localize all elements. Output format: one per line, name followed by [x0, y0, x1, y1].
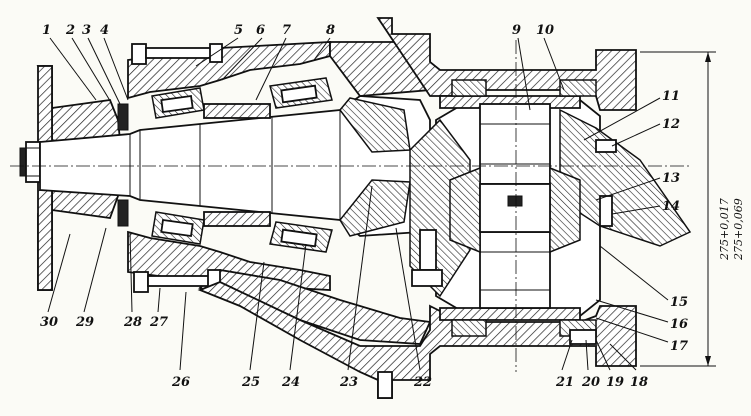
- callout-10: 10: [536, 23, 554, 38]
- callout-5: 5: [234, 23, 243, 38]
- pinion-gear: [339, 97, 411, 237]
- callout-22: 22: [413, 375, 432, 390]
- callout-7: 7: [282, 23, 291, 38]
- callout-18: 18: [630, 375, 648, 390]
- callouts-bottom: 30 29 28 27 26 25 24 23 22 21 20 19 18: [40, 315, 648, 390]
- callout-26: 26: [171, 375, 190, 390]
- front-bearing-lower: [151, 211, 205, 245]
- callout-15: 15: [670, 295, 688, 310]
- callouts-top: 1 2 3 4 5 6 7 8 9 10: [42, 23, 554, 38]
- ring-gear-bolts: [411, 139, 617, 345]
- callout-12: 12: [662, 117, 680, 132]
- callout-9: 9: [512, 23, 521, 38]
- callout-27: 27: [149, 315, 168, 330]
- leader-lines: [47, 37, 669, 371]
- callout-6: 6: [256, 23, 265, 38]
- callout-14: 14: [662, 199, 680, 214]
- callout-24: 24: [281, 375, 300, 390]
- spider-gears: [449, 166, 581, 254]
- lower-flange-bolt: [133, 269, 221, 293]
- callout-25: 25: [241, 375, 260, 390]
- callout-28: 28: [123, 315, 142, 330]
- callout-11: 11: [662, 89, 680, 104]
- drive-flange: [19, 65, 121, 291]
- callout-23: 23: [339, 375, 358, 390]
- rear-bearing-upper: [269, 77, 333, 109]
- dimension-text-b: 275+0,069: [732, 198, 745, 261]
- callout-1: 1: [42, 23, 51, 38]
- spacer-sleeve: [203, 103, 271, 227]
- callouts-right: 11 12 13 14 15 16 17: [662, 89, 688, 354]
- callout-13: 13: [662, 171, 680, 186]
- callout-16: 16: [670, 317, 688, 332]
- callout-29: 29: [75, 315, 94, 330]
- callout-19: 19: [606, 375, 624, 390]
- upper-flange-bolt: [131, 43, 223, 65]
- callout-30: 30: [40, 315, 58, 330]
- dimension-text-a: 275+0,017: [718, 198, 731, 261]
- callout-21: 21: [555, 375, 574, 390]
- callout-2: 2: [65, 23, 75, 38]
- height-dimension: 275+0,017 275+0,069: [640, 51, 745, 367]
- callout-8: 8: [326, 23, 335, 38]
- callout-4: 4: [100, 23, 109, 38]
- callout-17: 17: [670, 339, 688, 354]
- axle-gear-upper: [479, 103, 551, 185]
- axle-gear-lower: [479, 231, 551, 309]
- callout-3: 3: [82, 23, 91, 38]
- front-bearing-upper: [151, 87, 205, 119]
- callout-20: 20: [581, 375, 600, 390]
- rear-bearing-lower: [269, 221, 333, 253]
- seal-ring: [117, 103, 129, 227]
